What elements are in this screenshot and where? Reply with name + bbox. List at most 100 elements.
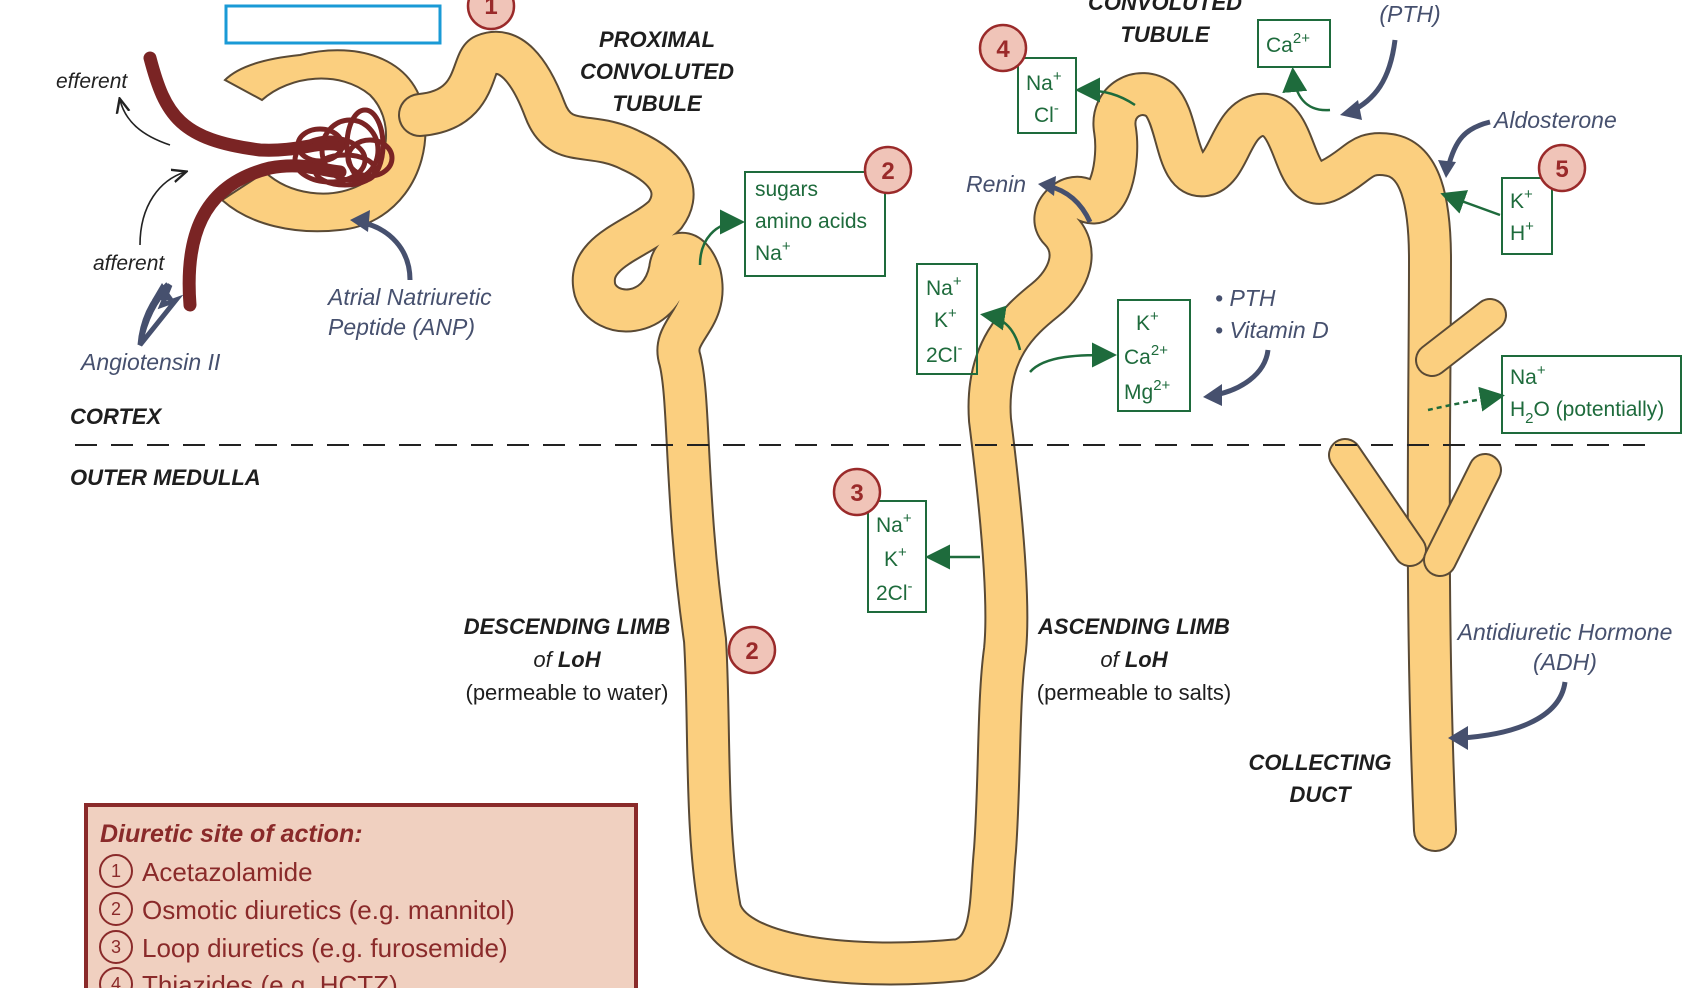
- cd-ion-h: H+: [1510, 218, 1534, 245]
- efferent-arrow: [120, 100, 171, 146]
- asc-upper-right-box: [1117, 299, 1191, 412]
- legend-item: 1 Acetazolamide: [99, 854, 313, 888]
- aldosterone-arrow: [1445, 119, 1491, 169]
- asc-ul-cl: 2Cl-: [926, 340, 963, 367]
- svg-text:1: 1: [111, 861, 121, 881]
- afferent-arrow: [139, 172, 185, 246]
- pct-title-line3: TUBULE: [612, 91, 703, 116]
- vitd-bullet-label: • Vitamin D: [1215, 317, 1329, 343]
- asc-l-k: K+: [884, 544, 907, 571]
- cd-water-arrow: [1427, 386, 1505, 412]
- svg-text:3: 3: [111, 937, 121, 957]
- svg-text:2: 2: [881, 158, 894, 185]
- cd-ion-k: K+: [1510, 186, 1533, 213]
- asc-ul-k: K+: [934, 305, 957, 332]
- dct-ion-cl: Cl-: [1034, 100, 1059, 127]
- asc-ul-na: Na+: [926, 273, 962, 300]
- outer-medulla-label: OUTER MEDULLA: [70, 465, 261, 490]
- site-number-2-desc: [727, 625, 777, 675]
- svg-text:1: 1: [484, 0, 497, 20]
- renin-label: Renin: [966, 171, 1026, 197]
- dct-ca-arrow: [1282, 67, 1331, 112]
- dct-title-line2: TUBULE: [1120, 22, 1211, 47]
- dct-title-partial: CONVOLUTED: [1088, 0, 1242, 15]
- pth-top-label: (PTH): [1379, 1, 1440, 27]
- anp-label-line2: Peptide (ANP): [328, 314, 475, 340]
- cd-title-line1: COLLECTING: [1249, 750, 1392, 775]
- pct-ion-amino: amino acids: [755, 210, 867, 233]
- pth-bullet-label: • PTH: [1215, 285, 1276, 311]
- legend-title: Diuretic site of action:: [100, 820, 363, 848]
- pct-ion-na: Na+: [755, 238, 791, 265]
- efferent-arteriole: [143, 51, 347, 157]
- nephron-tubule: [220, 30, 1507, 986]
- pct-ion-box: [744, 171, 886, 277]
- asc-ur-mg: Mg2+: [1124, 377, 1171, 404]
- svg-text:2: 2: [111, 899, 121, 919]
- dct-ion-ca: Ca2+: [1266, 30, 1310, 57]
- pct-ion-sugars: sugars: [755, 178, 818, 201]
- efferent-label: efferent: [56, 70, 128, 93]
- svg-text:2: 2: [745, 638, 758, 665]
- svg-text:Osmotic diuretics (e.g. mannit: Osmotic diuretics (e.g. mannitol): [142, 895, 515, 925]
- cd-kh-arrow: [1440, 190, 1501, 217]
- dct-nacl-arrow: [1075, 77, 1136, 107]
- dct-nacl-box: [1017, 57, 1077, 134]
- svg-text:Thiazides (e.g. HCTZ): Thiazides (e.g. HCTZ): [142, 970, 398, 988]
- cd-ion-h2o: H2O (potentially): [1510, 398, 1664, 427]
- ion-boxes: [744, 19, 1682, 613]
- legend-box: Diuretic site of action: 1 Acetazolamide…: [84, 803, 638, 988]
- adh-label-line1: Antidiuretic Hormone: [1456, 619, 1673, 645]
- svg-text:4: 4: [111, 974, 121, 988]
- svg-text:Loop diuretics (e.g. furosemid: Loop diuretics (e.g. furosemide): [142, 933, 508, 963]
- asc-l-na: Na+: [876, 510, 912, 537]
- hormone-arrows: [137, 39, 1568, 750]
- asc-upper-right-arrow: [1029, 342, 1117, 373]
- site-number-4: [978, 23, 1028, 73]
- desc-limb-line1: DESCENDING LIMB: [464, 614, 671, 639]
- site-number-3: [832, 467, 882, 517]
- asc-limb-line1: ASCENDING LIMB: [1037, 614, 1230, 639]
- svg-text:Acetazolamide: Acetazolamide: [142, 857, 313, 887]
- site-number-5: [1537, 143, 1587, 193]
- asc-upper-left-arrow: [980, 305, 1022, 351]
- cd-kh-box: [1501, 177, 1553, 255]
- site-numbers: 1 2 4 5 3 2: [466, 0, 1587, 675]
- svg-text:4: 4: [996, 36, 1010, 63]
- asc-lower-box: [867, 500, 927, 613]
- aldosterone-label: Aldosterone: [1492, 107, 1617, 133]
- svg-text:5: 5: [1555, 156, 1568, 183]
- asc-ur-ca: Ca2+: [1124, 342, 1168, 369]
- asc-ur-k: K+: [1136, 308, 1159, 335]
- cd-ion-na: Na+: [1510, 362, 1546, 389]
- pct-arrow: [698, 209, 745, 266]
- legend-item: 2 Osmotic diuretics (e.g. mannitol): [99, 892, 515, 926]
- asc-upper-left-box: [916, 263, 978, 375]
- cortex-label: CORTEX: [70, 404, 163, 429]
- cd-title-line2: DUCT: [1289, 782, 1352, 807]
- legend-item: 4 Thiazides (e.g. HCTZ): [99, 967, 398, 988]
- legend-item: 3 Loop diuretics (e.g. furosemide): [99, 930, 508, 964]
- dct-ca-box: [1257, 19, 1331, 68]
- site-number-1: [466, 0, 516, 31]
- svg-text:3: 3: [850, 480, 863, 507]
- pct-title-line2: CONVOLUTED: [580, 59, 734, 84]
- highlight-box: [224, 4, 442, 45]
- transport-arrows: [698, 67, 1505, 570]
- asc-limb-line2: of LoH: [1100, 647, 1168, 672]
- dct-ion-na: Na+: [1026, 68, 1062, 95]
- afferent-label: afferent: [93, 252, 165, 275]
- glomerulus: [292, 107, 395, 188]
- adh-arrow: [1459, 681, 1568, 741]
- blood-vessels: [143, 51, 395, 312]
- desc-limb-line2: of LoH: [533, 647, 601, 672]
- pth-vitd-arrow: [1214, 349, 1271, 398]
- desc-limb-line3: (permeable to water): [466, 680, 669, 705]
- cd-na-h2o-box: [1501, 355, 1682, 434]
- anp-label-line1: Atrial Natriuretic: [326, 284, 492, 310]
- site-number-2-pct: [863, 145, 913, 195]
- asc-limb-line3: (permeable to salts): [1037, 680, 1231, 705]
- pct-title-line1: PROXIMAL: [599, 27, 715, 52]
- asc-l-cl: 2Cl-: [876, 578, 913, 605]
